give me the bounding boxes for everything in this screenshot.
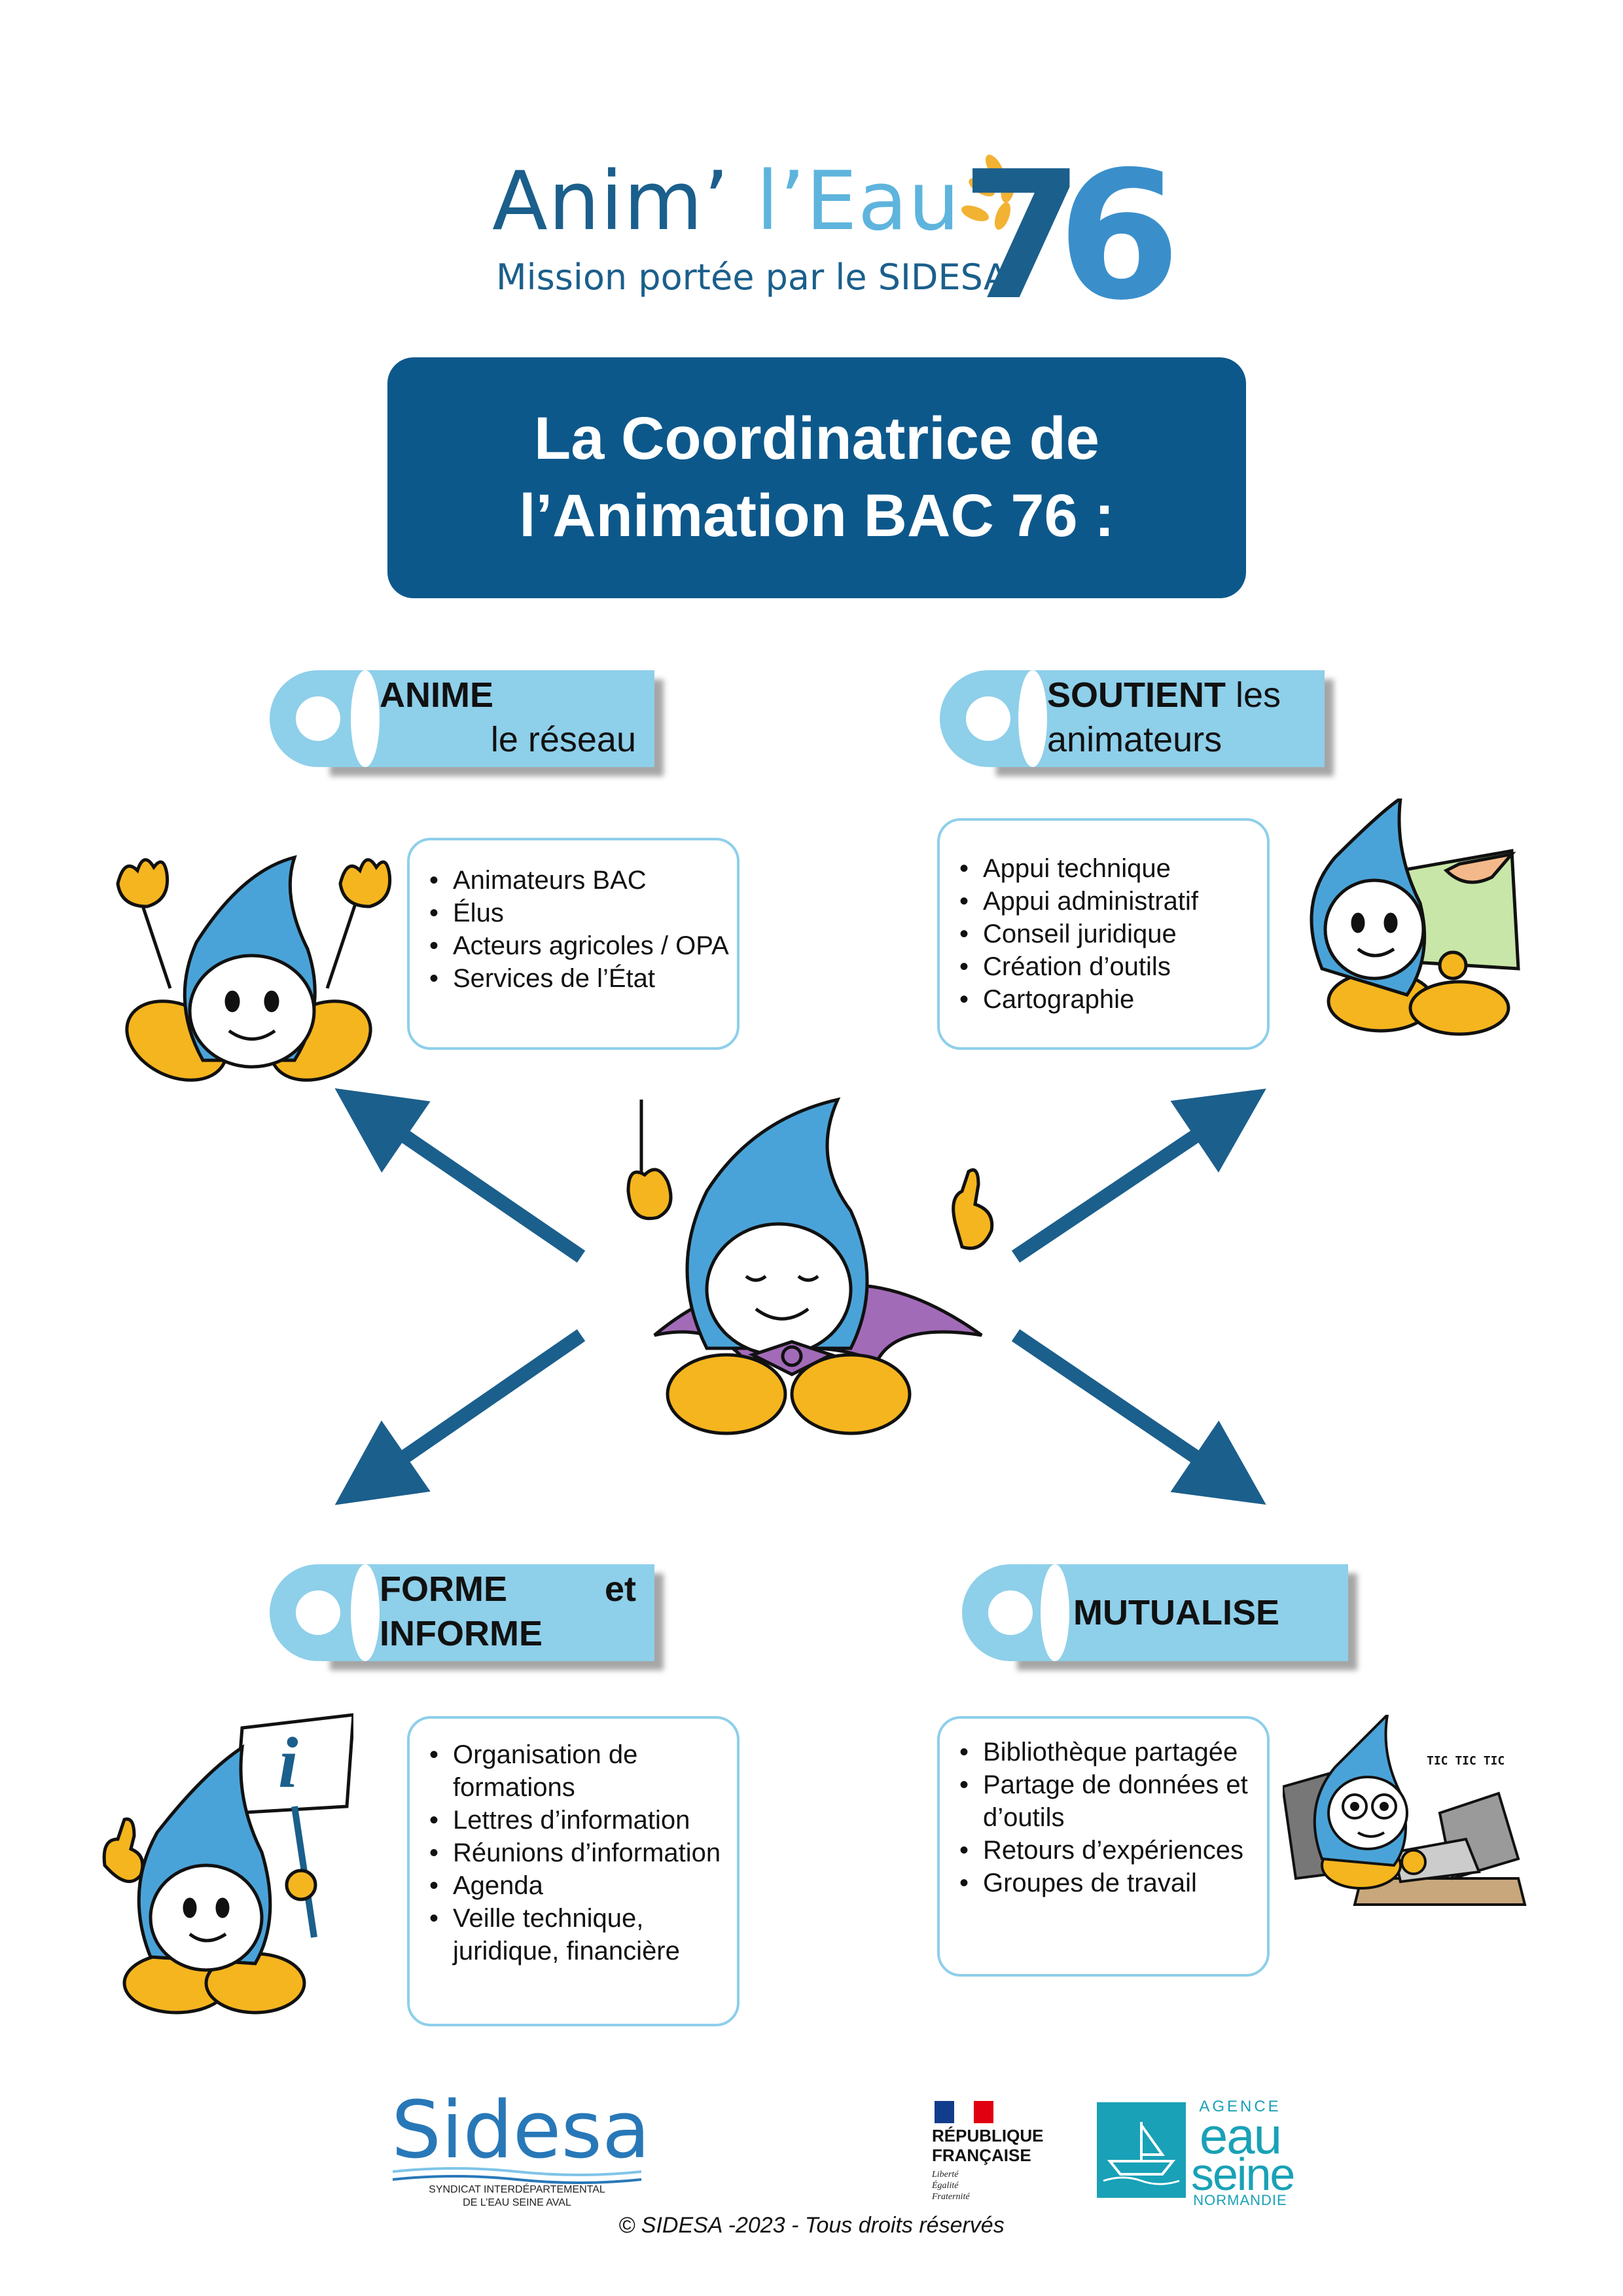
rf-motto: Liberté Égalité Fraternité xyxy=(932,2169,970,2202)
rf-motto-2: Égalité xyxy=(932,2181,959,2191)
agence-line-3: seine xyxy=(1191,2149,1295,2200)
pill-notch xyxy=(1041,1564,1069,1661)
sign-letter: i xyxy=(278,1723,298,1803)
sidesa-logo: Sidesa xyxy=(391,2085,651,2176)
copyright: © SIDESA -2023 - Tous droits réservés xyxy=(618,2213,1005,2238)
drop-mascot-icon xyxy=(116,855,392,1082)
rf-motto-1: Liberté xyxy=(932,2170,959,2179)
agence-logo-text: AGENCE eau seine NORMANDIE xyxy=(1191,2098,1295,2208)
pill-circle-icon xyxy=(270,1564,366,1661)
rf-line-1: RÉPUBLIQUE xyxy=(932,2126,1044,2145)
section-rest: les animateurs xyxy=(1047,675,1281,759)
rf-logo-text: RÉPUBLIQUE FRANÇAISE xyxy=(932,2126,1043,2165)
section-verb: ANIME xyxy=(380,675,493,715)
section-verb: FORME xyxy=(380,1570,507,1609)
bullet-list: Animateurs BAC Élus Acteurs agricoles / … xyxy=(410,840,737,995)
agence-line-4: NORMANDIE xyxy=(1193,2192,1287,2208)
arrow-icon xyxy=(334,1329,586,1505)
list-item: Lettres d’information xyxy=(429,1804,737,1837)
section-title: SOUTIENT les animateurs xyxy=(1047,673,1309,762)
list-mutualise: Bibliothèque partagée Partage de données… xyxy=(937,1716,1270,1977)
section-verb: SOUTIENT xyxy=(1047,675,1226,715)
logo-seven: 7 xyxy=(961,133,1084,339)
bullet-list: Organisation de formations Lettres d’inf… xyxy=(410,1719,737,1967)
rf-line-2: FRANÇAISE xyxy=(932,2145,1031,2165)
section-rest: et xyxy=(604,1570,636,1609)
list-item: Agenda xyxy=(429,1869,737,1902)
list-item: Animateurs BAC xyxy=(429,864,737,897)
logo-76: 76 xyxy=(961,148,1181,325)
agence-line-2: eau xyxy=(1199,2107,1282,2164)
section-verb-2: INFORME xyxy=(380,1614,543,1653)
pill-notch xyxy=(351,1564,380,1661)
list-forme: Organisation de formations Lettres d’inf… xyxy=(407,1716,740,2026)
sidesa-subtitle: SYNDICAT INTERDÉPARTEMENTAL DE L’EAU SEI… xyxy=(419,2183,615,2210)
list-item: Appui administratif xyxy=(959,885,1267,918)
list-item: Acteurs agricoles / OPA xyxy=(429,929,737,962)
title-box: La Coordinatrice de l’Animation BAC 76 : xyxy=(387,357,1246,598)
arrow-icon xyxy=(334,1088,586,1263)
list-item: Réunions d’information xyxy=(429,1837,737,1869)
list-item: Bibliothèque partagée xyxy=(959,1736,1267,1768)
wave-icon xyxy=(393,2167,641,2184)
drop-mascot-icon xyxy=(1310,798,1520,1036)
boat-icon xyxy=(1097,2102,1186,2198)
section-title: MUTUALISE xyxy=(1073,1590,1335,1635)
list-item: Groupes de travail xyxy=(959,1867,1267,1899)
list-item: Organisation de formations xyxy=(429,1738,737,1804)
list-item: Création d’outils xyxy=(959,950,1267,983)
arrow-icon xyxy=(1011,1088,1266,1263)
drop-mascot-icon: TIC TIC TIC xyxy=(1283,1715,1527,1906)
list-soutient: Appui technique Appui administratif Cons… xyxy=(937,818,1270,1050)
flag-icon xyxy=(935,2101,993,2123)
logo-anim: Anim’ xyxy=(492,154,757,249)
wheat-icon xyxy=(961,154,1015,230)
logo-eau: l’Eau xyxy=(756,154,961,249)
section-title: FORME et INFORME xyxy=(380,1567,636,1656)
section-title: ANIME le réseau xyxy=(380,673,636,762)
section-verb: MUTUALISE xyxy=(1073,1593,1279,1632)
list-item: Appui technique xyxy=(959,852,1267,885)
drop-mascot-icon: i xyxy=(102,1713,353,2015)
pill-notch xyxy=(1018,670,1047,767)
pill-circle-icon xyxy=(270,670,366,767)
logo-six: 6 xyxy=(1057,133,1181,339)
drop-mascot-icon xyxy=(626,1097,994,1435)
section-rest: le réseau xyxy=(490,720,636,759)
list-item: Veille technique, juridique, financière xyxy=(429,1902,737,1967)
sidesa-line-2: DE L’EAU SEINE AVAL xyxy=(463,2197,571,2208)
list-item: Retours d’expériences xyxy=(959,1834,1267,1867)
list-item: Conseil juridique xyxy=(959,918,1267,950)
logo-subtitle: Mission portée par le SIDESA xyxy=(496,257,1008,298)
list-anime: Animateurs BAC Élus Acteurs agricoles / … xyxy=(407,838,740,1050)
list-item: Services de l’État xyxy=(429,962,737,995)
sidesa-line-1: SYNDICAT INTERDÉPARTEMENTAL xyxy=(429,2184,605,2195)
rf-motto-3: Fraternité xyxy=(932,2192,970,2202)
page-title: La Coordinatrice de l’Animation BAC 76 : xyxy=(519,405,1115,549)
logo-title: Anim’ l’Eau xyxy=(492,154,960,249)
list-item: Élus xyxy=(429,897,737,929)
agence-line-1: AGENCE xyxy=(1199,2098,1281,2115)
list-item: Cartographie xyxy=(959,983,1267,1016)
list-item: Partage de données et d’outils xyxy=(959,1768,1267,1834)
typing-sound: TIC TIC TIC xyxy=(1427,1754,1505,1768)
bullet-list: Bibliothèque partagée Partage de données… xyxy=(940,1719,1267,1899)
pill-notch xyxy=(351,670,380,767)
arrow-icon xyxy=(1011,1329,1266,1505)
bullet-list: Appui technique Appui administratif Cons… xyxy=(940,821,1267,1016)
